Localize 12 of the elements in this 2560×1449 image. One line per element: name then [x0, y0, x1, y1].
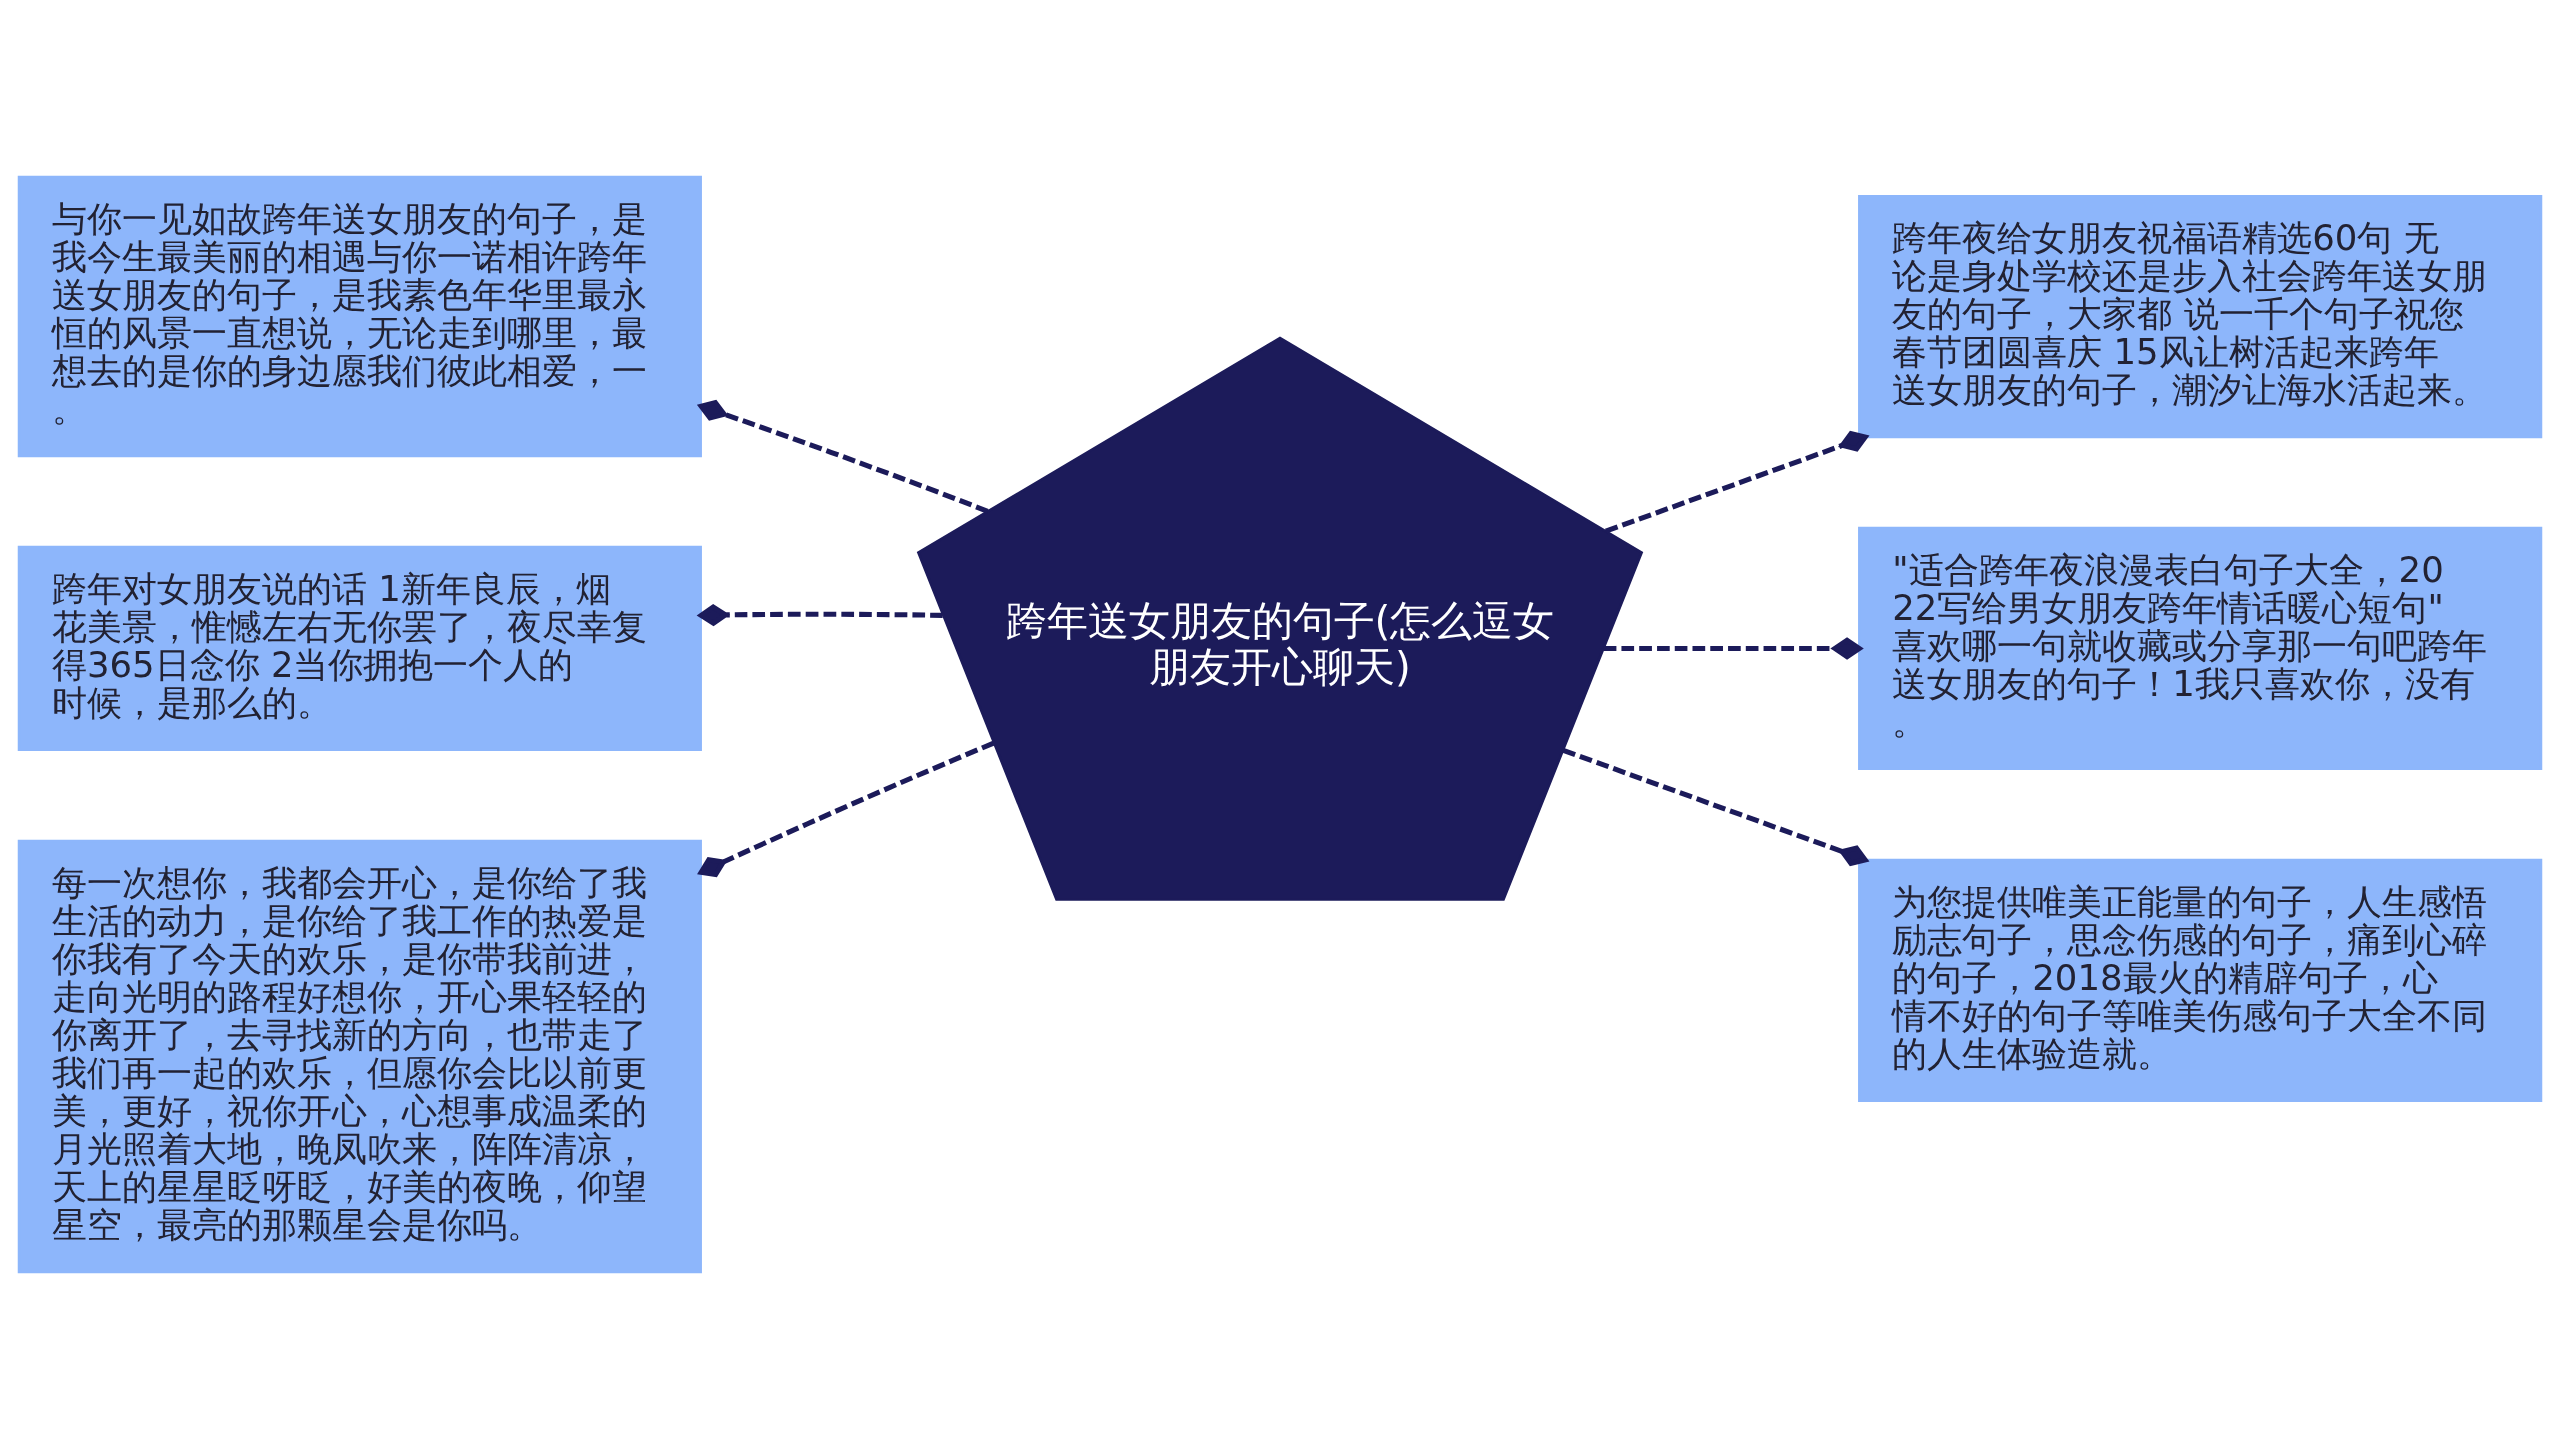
connector [696, 603, 943, 627]
node-box: 与你一见如故跨年送女朋友的句子，是我今生最美丽的相遇与你一诺相许跨年送女朋友的句子，是我素色年华里最永恒的风景一直想说，无论走到哪里，最想去的是你的身边愿我们彼此相爱，一。 [17, 175, 702, 458]
connector [1562, 747, 1870, 867]
node-box: "适合跨年夜浪漫表白句子大全，2022写给男女朋友跨年情话暖心短句"喜欢哪一句就收藏或分享那一句吧跨年送女朋友的句子！1我只喜欢你，没有。 [1858, 526, 2543, 771]
node-box: 为您提供唯美正能量的句子，人生感悟励志句子，思念伤感的句子，痛到心碎的句子，2018最火的精辟句子，心情不好的句子等唯美伤感句子大全不同的人生体验造就。 [1858, 858, 2543, 1103]
node-box: 跨年对女朋友说的话 1新年良辰，烟花美景，惟憾左右无你罢了，夜尽幸复得365日念你 2当你拥抱一个人的时候，是那么的。 [17, 545, 702, 752]
connector [1603, 637, 1864, 660]
connector [1604, 430, 1870, 534]
node-box: 跨年夜给女朋友祝福语精选60句 无论是身处学校还是步入社会跨年送女朋友的句子，大家都 说一千个句子祝您春节团圆喜庆 15风让树活起来跨年送女朋友的句子，潮汐让海水活起来。 [1858, 194, 2543, 439]
node-box: 每一次想你，我都会开心，是你给了我生活的动力，是你给了我工作的热爱是你我有了今天的欢乐，是你带我前进，走向光明的路程好想你，开心果轻轻的你离开了，去寻找新的方向，也带走了我们再一起的欢乐，但愿你会比以前更美，更好，祝你开心，心想事成温柔的月光照着大地，晚凤吹来，阵阵清凉，天上的星星眨呀眨，好美的夜晚，仰望星空，最亮的那颗星会是你吗。 [17, 839, 702, 1274]
connector [696, 399, 989, 514]
connector [697, 740, 995, 878]
